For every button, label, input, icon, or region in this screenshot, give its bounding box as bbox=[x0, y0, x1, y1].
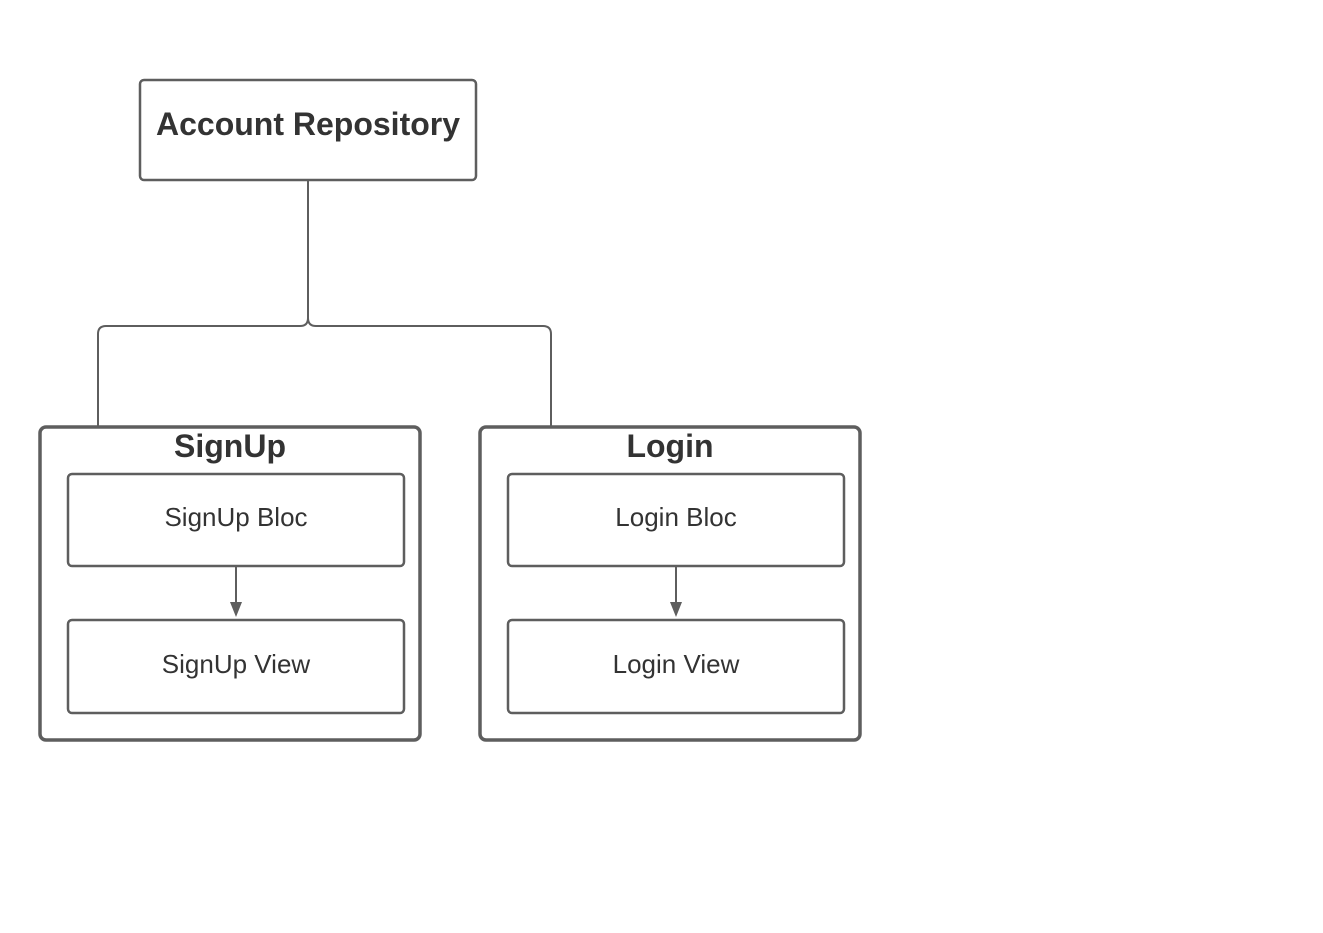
edge-repository-to-login-bloc bbox=[307, 317, 552, 458]
arrowhead-login-view bbox=[670, 602, 682, 617]
login-view-box bbox=[506, 618, 846, 715]
arrowhead-signup-view bbox=[230, 602, 242, 617]
login-group: Login Login Bloc Login View bbox=[478, 425, 862, 742]
login-bloc-box bbox=[506, 472, 846, 568]
account-repository-label: Account Repository bbox=[156, 106, 460, 142]
login-group-title: Login bbox=[626, 428, 713, 464]
login-view-label: Login View bbox=[613, 649, 740, 679]
signup-bloc-box bbox=[66, 472, 406, 568]
signup-bloc-label: SignUp Bloc bbox=[164, 502, 307, 532]
edge-repository-to-signup-bloc bbox=[97, 180, 309, 458]
signup-view-label: SignUp View bbox=[162, 649, 311, 679]
signup-group-title: SignUp bbox=[174, 428, 286, 464]
signup-view-box bbox=[66, 618, 406, 715]
login-bloc-label: Login Bloc bbox=[615, 502, 736, 532]
account-repository-node: Account Repository bbox=[138, 78, 478, 182]
signup-group: SignUp SignUp Bloc SignUp View bbox=[38, 425, 422, 742]
